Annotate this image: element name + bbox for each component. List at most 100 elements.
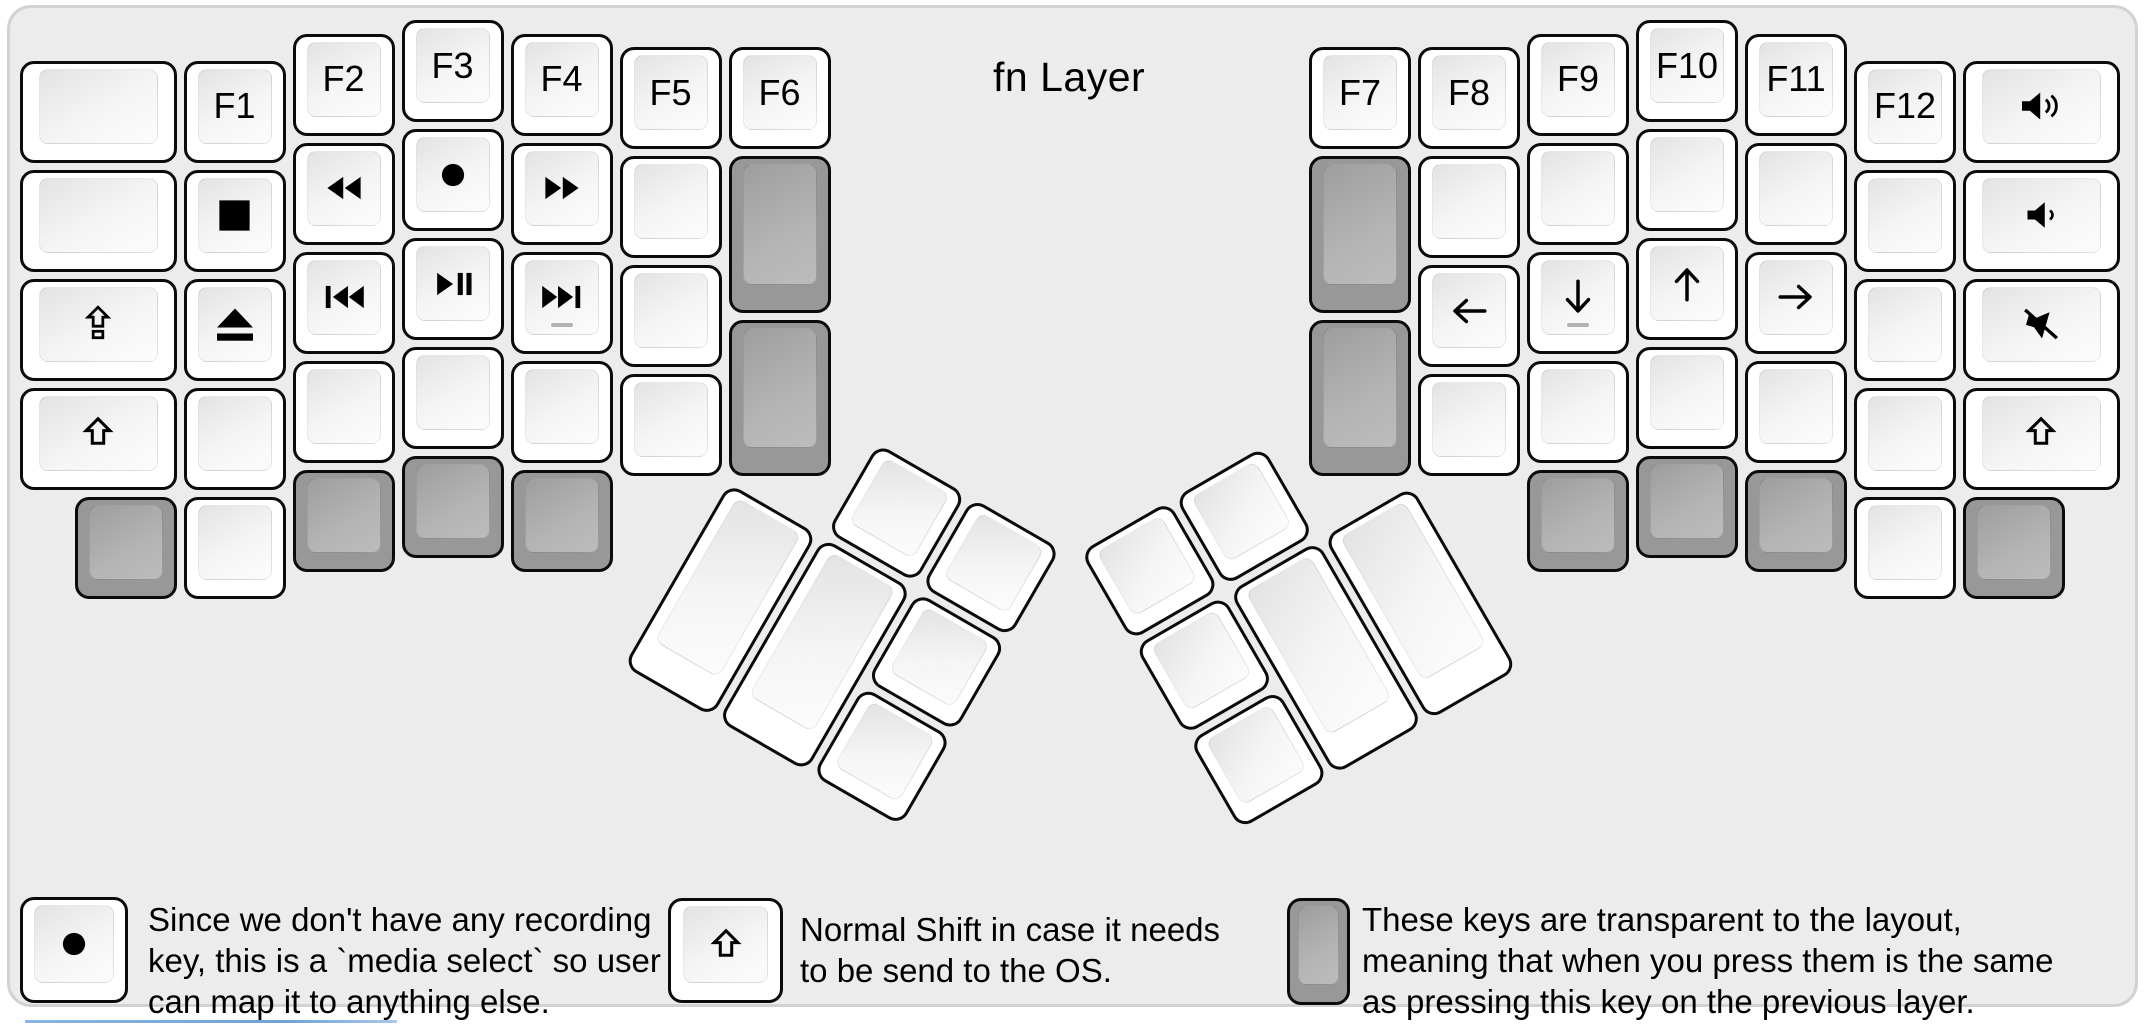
key-f11[interactable]: F11	[1745, 33, 1847, 136]
key-volume-down[interactable]	[1963, 169, 2120, 272]
legend-key-shift[interactable]	[668, 898, 783, 1003]
key-blank[interactable]	[20, 60, 177, 163]
keycap-top	[1323, 164, 1397, 285]
key-label: F9	[1556, 58, 1599, 100]
key-blank[interactable]	[292, 360, 395, 463]
key-f7[interactable]: F7	[1309, 47, 1411, 150]
keycap-top: F11	[1759, 41, 1833, 117]
key-f12[interactable]: F12	[1854, 60, 1956, 163]
key-transparent[interactable]	[1963, 496, 2065, 599]
key-arrow-left[interactable]	[1418, 265, 1520, 368]
key-blank[interactable]	[1854, 496, 1956, 599]
keycap-top	[306, 477, 381, 553]
arrow-down-icon	[1557, 276, 1599, 318]
keycap-top	[1541, 259, 1615, 335]
key-blank[interactable]	[1745, 360, 1847, 463]
key-eject[interactable]	[183, 278, 286, 381]
key-arrow-right[interactable]	[1745, 251, 1847, 354]
key-mute[interactable]	[1963, 278, 2120, 381]
key-transparent[interactable]	[1636, 456, 1738, 558]
key-blank[interactable]	[619, 265, 722, 368]
keycap-top	[742, 164, 817, 285]
arrow-up-icon	[1666, 263, 1708, 305]
keycap-top	[1982, 68, 2101, 144]
key-blank[interactable]	[1418, 156, 1520, 259]
key-volume-up[interactable]	[1963, 60, 2120, 163]
key-transparent[interactable]	[728, 319, 831, 477]
keycap-top	[524, 259, 599, 335]
keycap-top: F2	[306, 41, 381, 117]
key-blank[interactable]	[1527, 142, 1629, 245]
key-transparent[interactable]	[1527, 469, 1629, 572]
key-f5[interactable]: F5	[619, 47, 722, 150]
key-blank[interactable]	[183, 387, 286, 490]
key-transparent[interactable]	[292, 469, 395, 572]
key-transparent[interactable]	[1309, 156, 1411, 313]
key-blank[interactable]	[1636, 347, 1738, 449]
key-blank[interactable]	[1527, 360, 1629, 463]
key-blank[interactable]	[401, 347, 504, 449]
key-caps-lock[interactable]	[20, 278, 177, 381]
key-transparent[interactable]	[401, 456, 504, 558]
homing-bar	[550, 322, 573, 327]
key-shift-left[interactable]	[20, 387, 177, 490]
keycap-top	[1432, 273, 1506, 349]
keycap-top	[34, 905, 114, 983]
key-label: F4	[540, 58, 583, 100]
legend-text: These keys are transparent to the layout…	[1362, 901, 2054, 1020]
keycap-top	[524, 150, 599, 226]
page-title: fn Layer	[993, 54, 1146, 100]
keycap-top	[633, 164, 708, 240]
key-stop[interactable]	[183, 169, 286, 272]
key-play-pause[interactable]	[401, 238, 504, 340]
key-transparent[interactable]	[74, 496, 177, 599]
key-fast-forward[interactable]	[510, 142, 613, 245]
key-f10[interactable]: F10	[1636, 20, 1738, 122]
keycap-top	[1541, 477, 1615, 553]
key-transparent[interactable]	[1745, 469, 1847, 572]
key-blank[interactable]	[1745, 142, 1847, 245]
key-blank[interactable]	[1854, 278, 1956, 381]
legend-key-transparent[interactable]	[1287, 898, 1350, 1005]
keycap-top	[1982, 286, 2101, 362]
key-f8[interactable]: F8	[1418, 47, 1520, 150]
key-transparent[interactable]	[1309, 319, 1411, 477]
key-f4[interactable]: F4	[510, 33, 613, 136]
legend-text: Since we don't have any recording key, t…	[148, 901, 661, 1020]
key-f1[interactable]: F1	[183, 60, 286, 163]
key-blank[interactable]	[183, 496, 286, 599]
legend-key-media-select[interactable]	[20, 897, 128, 1003]
key-label: F11	[1766, 58, 1826, 100]
homing-bar	[1567, 322, 1589, 327]
key-transparent[interactable]	[728, 156, 831, 313]
key-label: F12	[1873, 85, 1937, 127]
key-next-track[interactable]	[510, 251, 613, 354]
key-f6[interactable]: F6	[728, 47, 831, 150]
key-blank[interactable]	[1854, 169, 1956, 272]
keycap-top	[1868, 395, 1942, 471]
key-blank[interactable]	[1636, 129, 1738, 231]
key-blank[interactable]	[619, 156, 722, 259]
key-f9[interactable]: F9	[1527, 33, 1629, 136]
key-arrow-up[interactable]	[1636, 238, 1738, 340]
key-blank[interactable]	[1854, 387, 1956, 490]
key-blank[interactable]	[1418, 374, 1520, 477]
key-blank[interactable]	[20, 169, 177, 272]
key-media-select[interactable]	[401, 129, 504, 231]
key-blank[interactable]	[619, 374, 722, 477]
keycap-top	[1759, 259, 1833, 335]
key-transparent[interactable]	[510, 469, 613, 572]
arrow-left-icon	[1448, 290, 1490, 332]
keycap-top	[306, 259, 381, 335]
key-prev-track[interactable]	[292, 251, 395, 354]
key-rewind[interactable]	[292, 142, 395, 245]
key-blank[interactable]	[510, 360, 613, 463]
key-f3[interactable]: F3	[401, 20, 504, 122]
key-arrow-down[interactable]	[1527, 251, 1629, 354]
keycap-top	[306, 368, 381, 444]
fast-forward-icon	[541, 169, 583, 207]
keycap-top	[1323, 327, 1397, 449]
keycap-top	[1982, 177, 2101, 253]
key-shift-right[interactable]	[1963, 387, 2120, 490]
key-f2[interactable]: F2	[292, 33, 395, 136]
